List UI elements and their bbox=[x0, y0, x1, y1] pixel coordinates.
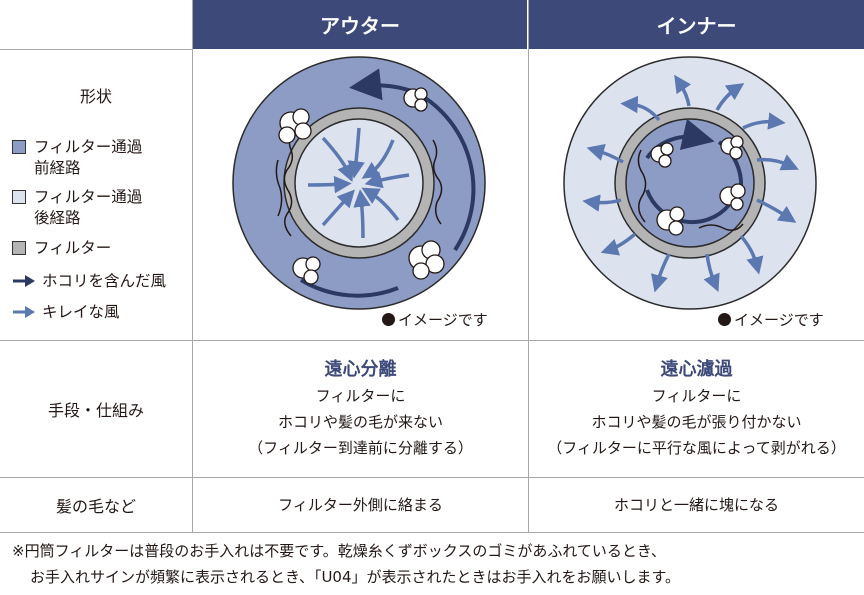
dark-arrow-icon bbox=[13, 275, 35, 287]
mechanism-line: フィルターに bbox=[651, 387, 742, 405]
legend-swatch bbox=[12, 190, 26, 204]
inner-filter-diagram bbox=[563, 56, 817, 310]
row-label-shape: 形状 bbox=[79, 87, 112, 106]
divider bbox=[528, 0, 529, 532]
header-inner: インナー bbox=[529, 0, 864, 49]
divider bbox=[192, 0, 193, 532]
mechanism-line: ホコリや髪の毛が来ない bbox=[277, 413, 443, 431]
legend-clean-air: キレイな風 bbox=[12, 302, 120, 323]
footnote-line-1: ※円筒フィルターは普段のお手入れは不要です。乾燥糸くずボックスのゴミがあふれてい… bbox=[12, 542, 666, 560]
blue-arrow-icon bbox=[13, 306, 35, 318]
mechanism-outer: 遠心分離 フィルターに ホコリや髪の毛が来ない （フィルター到達前に分離する） bbox=[193, 341, 528, 477]
legend-label: フィルター通過後経路 bbox=[34, 188, 143, 227]
mechanism-line: フィルターに bbox=[315, 387, 406, 405]
legend-after-filter: フィルター通過後経路 bbox=[12, 187, 142, 229]
legend-swatch bbox=[12, 241, 26, 255]
mechanism-line: （フィルターに平行な風によって剥がれる） bbox=[547, 439, 846, 457]
mechanism-line: ホコリや髪の毛が張り付かない bbox=[591, 413, 802, 431]
row-label-mechanism: 手段・仕組み bbox=[47, 401, 144, 420]
legend-dusty-air: ホコリを含んだ風 bbox=[12, 271, 166, 292]
legend-label: フィルター通過前経路 bbox=[34, 138, 143, 177]
caption-text: イメージです bbox=[398, 311, 488, 329]
mechanism-title: 遠心濾過 bbox=[660, 359, 733, 380]
bullet-icon bbox=[382, 313, 395, 326]
legend-before-filter: フィルター通過前経路 bbox=[12, 137, 142, 179]
hair-outer: フィルター外側に絡まる bbox=[278, 496, 443, 514]
legend-swatch bbox=[12, 140, 26, 154]
caption-text: イメージです bbox=[734, 311, 824, 329]
outer-filter-diagram bbox=[232, 56, 486, 310]
header-outer: アウター bbox=[193, 0, 527, 49]
legend-label: フィルター bbox=[34, 239, 112, 257]
divider bbox=[0, 340, 864, 341]
image-caption-inner: イメージです bbox=[718, 309, 824, 330]
image-caption-outer: イメージです bbox=[382, 309, 488, 330]
mechanism-title: 遠心分離 bbox=[324, 359, 397, 380]
bullet-icon bbox=[718, 313, 731, 326]
hair-inner: ホコリと一緒に塊になる bbox=[613, 496, 779, 514]
mechanism-inner: 遠心濾過 フィルターに ホコリや髪の毛が張り付かない （フィルターに平行な風によ… bbox=[529, 341, 864, 477]
mechanism-line: （フィルター到達前に分離する） bbox=[248, 439, 473, 457]
divider bbox=[0, 532, 864, 533]
row-label-hair: 髪の毛など bbox=[55, 497, 136, 516]
divider bbox=[0, 477, 864, 478]
legend-filter: フィルター bbox=[12, 238, 111, 259]
divider bbox=[0, 49, 193, 50]
legend-label: ホコリを含んだ風 bbox=[42, 272, 167, 290]
legend-label: キレイな風 bbox=[42, 303, 120, 321]
footnote-line-2: お手入れサインが頻繁に表示されるとき、「U04」が表示されたときはお手入れをお願… bbox=[30, 568, 681, 586]
